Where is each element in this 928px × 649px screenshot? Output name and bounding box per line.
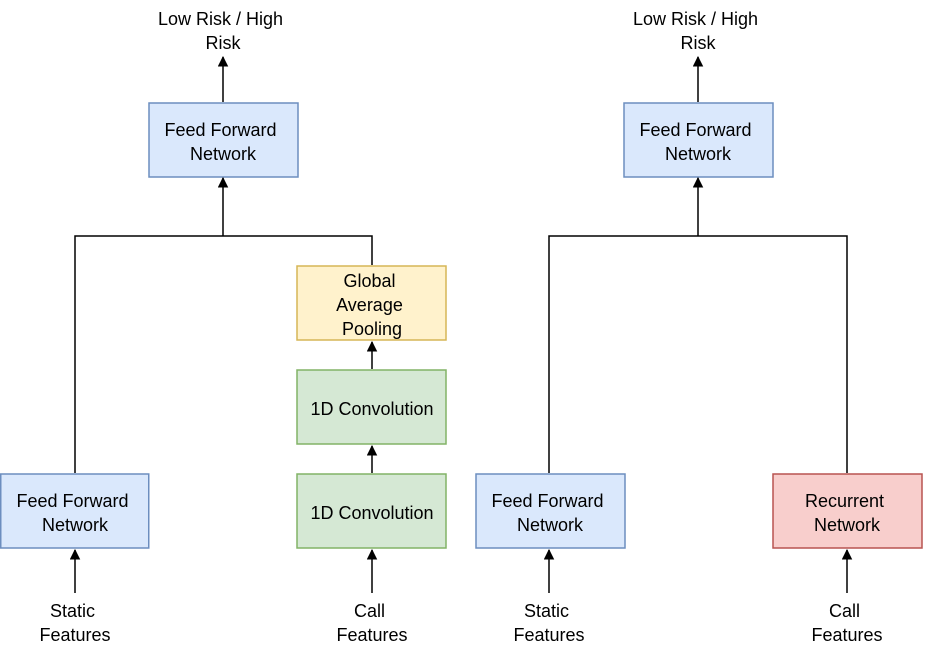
left-head-ffn-label: Feed Forward Network	[164, 120, 281, 164]
left-conv-lower-label: 1D Convolution	[310, 503, 433, 523]
left-conv-upper-box	[296, 369, 447, 445]
left-conv-upper-label: 1D Convolution	[310, 399, 433, 419]
left-head-ffn-box	[148, 102, 299, 178]
right-static-ffn-label: Feed Forward Network	[491, 491, 608, 535]
right-recurrent-box	[772, 473, 923, 549]
left-static-input-label: Static Features	[39, 601, 110, 645]
left-static-ffn-label: Feed Forward Network	[16, 491, 133, 535]
left-merge-connector	[74, 235, 373, 473]
left-call-input-label: Call Features	[336, 601, 407, 645]
left-output-label: Low Risk / High Risk	[158, 9, 288, 53]
left-pooling-label: Global Average Pooling	[336, 271, 408, 339]
right-static-input-label: Static Features	[513, 601, 584, 645]
right-head-ffn-box	[623, 102, 774, 178]
right-head-ffn-label: Feed Forward Network	[639, 120, 756, 164]
right-static-ffn-box	[475, 473, 626, 549]
right-diagram: Low Risk / High Risk Feed Forward Networ…	[475, 9, 923, 645]
left-diagram: Low Risk / High Risk Feed Forward Networ…	[0, 9, 447, 645]
right-merge-connector	[548, 235, 848, 473]
right-output-label: Low Risk / High Risk	[633, 9, 763, 53]
right-call-input-label: Call Features	[811, 601, 882, 645]
right-recurrent-label: Recurrent Network	[805, 491, 889, 535]
left-pooling-box	[296, 265, 447, 341]
left-static-ffn-box	[0, 473, 150, 549]
left-conv-lower-box	[296, 473, 447, 549]
